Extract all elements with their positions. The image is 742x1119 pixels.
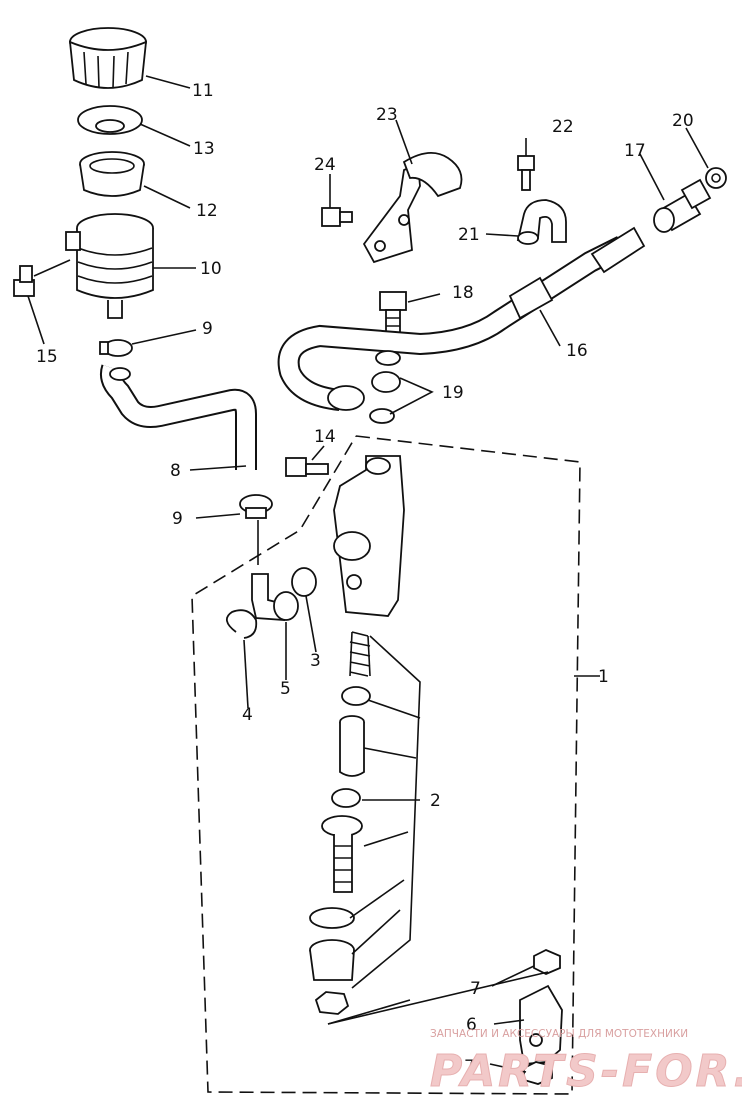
master-cylinder-bolt <box>285 457 329 477</box>
hose-clamp-lower <box>239 494 273 565</box>
diaphragm <box>77 105 143 135</box>
callout-11: 11 <box>192 81 214 101</box>
callout-4: 4 <box>242 705 253 725</box>
callout-14: 14 <box>314 427 336 447</box>
callout-23: 23 <box>376 105 398 125</box>
copper-washer <box>705 167 727 189</box>
callout-19: 19 <box>442 383 464 403</box>
callout-20: 20 <box>672 111 694 131</box>
bracket-bolt <box>321 207 353 227</box>
reservoir-tank <box>65 213 154 319</box>
leader-lines <box>27 75 709 1073</box>
diaphragm-plate <box>79 151 145 197</box>
circlip <box>226 609 258 639</box>
callout-1: 1 <box>598 667 609 687</box>
callout-12: 12 <box>196 201 218 221</box>
dust-boot <box>309 939 355 981</box>
callout-9-lower: 9 <box>172 509 183 529</box>
clevis-nut-lower <box>523 1061 553 1085</box>
hose-clamp-upper <box>99 339 133 357</box>
sealing-washers <box>369 350 401 424</box>
callout-21: 21 <box>458 225 480 245</box>
o-ring <box>291 567 317 597</box>
mounting-bolt <box>13 259 71 297</box>
callout-18: 18 <box>452 283 474 303</box>
clevis-nut-upper <box>533 949 561 975</box>
union-fitting <box>653 178 712 233</box>
reservoir-hose <box>100 364 257 470</box>
callout-3: 3 <box>310 651 321 671</box>
callout-16: 16 <box>566 341 588 361</box>
callout-13: 13 <box>193 139 215 159</box>
reservoir-cap <box>68 27 148 89</box>
primary-cup <box>341 686 371 706</box>
callout-22: 22 <box>552 117 574 137</box>
secondary-cup <box>331 788 361 808</box>
callout-5: 5 <box>280 679 291 699</box>
hose-bracket <box>362 152 463 264</box>
callout-9-upper: 9 <box>202 319 213 339</box>
watermark: ЗАПЧАСТИ И АКСЕССУАРЫ ДЛЯ МОТОТЕХНИКИ PA… <box>430 1028 742 1098</box>
callout-17: 17 <box>624 141 646 161</box>
callout-24: 24 <box>314 155 336 175</box>
hose-clip <box>516 199 567 245</box>
callout-10: 10 <box>200 259 222 279</box>
push-rod <box>321 815 363 893</box>
callout-7-upper: 7 <box>470 979 481 999</box>
assembly-outline <box>191 435 581 1095</box>
callout-labels: 11 13 12 10 15 9 8 9 23 24 22 20 17 21 1… <box>36 81 694 1077</box>
hose-joint <box>251 573 299 621</box>
union-bolt <box>379 291 407 341</box>
callout-15: 15 <box>36 347 58 367</box>
lock-nut <box>314 991 350 1015</box>
callout-6: 6 <box>466 1015 477 1035</box>
watermark-brand: PARTS-FOR.RU <box>430 1046 742 1097</box>
brake-hose <box>277 226 646 411</box>
callout-2: 2 <box>430 791 441 811</box>
return-spring <box>349 631 371 677</box>
clip-screw <box>517 155 535 191</box>
callout-7-lower: 7 <box>464 1057 475 1077</box>
callout-8: 8 <box>170 461 181 481</box>
piston <box>339 715 365 777</box>
watermark-caption: ЗАПЧАСТИ И АКСЕССУАРЫ ДЛЯ МОТОТЕХНИКИ <box>430 1028 688 1040</box>
clevis <box>519 984 563 1065</box>
master-cylinder-body <box>333 455 405 617</box>
snap-ring <box>309 907 355 929</box>
